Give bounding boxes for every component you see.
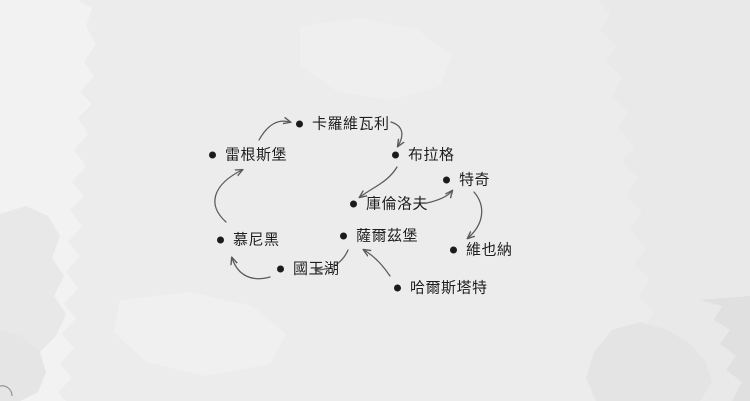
city-dot-icon <box>392 151 399 159</box>
city-label: 慕尼黑 <box>233 230 280 249</box>
city-marker-hallstatt[interactable]: 哈爾斯塔特 <box>394 278 488 297</box>
city-label: 卡羅維瓦利 <box>312 114 390 133</box>
city-label: 維也納 <box>466 240 513 259</box>
route-krumlov-to-telc <box>426 191 452 204</box>
city-dot-icon <box>350 200 357 208</box>
city-marker-cesky-krumlov[interactable]: 庫倫洛夫 <box>350 194 429 213</box>
city-dot-icon <box>443 176 450 184</box>
city-dot-icon <box>340 232 347 240</box>
route-telc-to-vienna <box>468 191 483 238</box>
city-label: 特奇 <box>459 170 491 189</box>
city-label: 庫倫洛夫 <box>366 194 429 213</box>
city-dot-icon <box>296 120 303 128</box>
city-marker-vienna[interactable]: 維也納 <box>450 240 513 259</box>
route-munich-to-regensburg <box>214 170 242 223</box>
route-regensburg-to-karlovyvary <box>258 121 290 141</box>
route-prague-to-krumlov <box>360 166 398 197</box>
city-dot-icon <box>277 265 284 273</box>
route-hallstatt-to-salzburg <box>364 250 391 277</box>
city-marker-telc[interactable]: 特奇 <box>443 170 491 189</box>
city-marker-prague[interactable]: 布拉格 <box>392 145 455 164</box>
route-konigssee-to-munich <box>232 258 271 280</box>
city-dot-icon <box>450 246 457 254</box>
city-dot-icon <box>394 284 401 292</box>
route-salzburg-to-konigssee <box>316 249 349 270</box>
city-label: 哈爾斯塔特 <box>410 278 488 297</box>
city-marker-karlovy-vary[interactable]: 卡羅維瓦利 <box>296 114 390 133</box>
city-marker-salzburg[interactable]: 薩爾茲堡 <box>340 226 419 245</box>
city-marker-konigssee[interactable]: 國王湖 <box>277 259 340 278</box>
city-marker-regensburg[interactable]: 雷根斯堡 <box>209 145 288 164</box>
city-dot-icon <box>217 236 224 244</box>
city-label: 布拉格 <box>408 145 455 164</box>
city-label: 薩爾茲堡 <box>356 226 419 245</box>
city-dot-icon <box>209 151 216 159</box>
city-label: 國王湖 <box>293 259 340 278</box>
city-marker-munich[interactable]: 慕尼黑 <box>217 230 280 249</box>
route-karlovyvary-to-prague <box>390 121 402 146</box>
city-label: 雷根斯堡 <box>225 145 288 164</box>
